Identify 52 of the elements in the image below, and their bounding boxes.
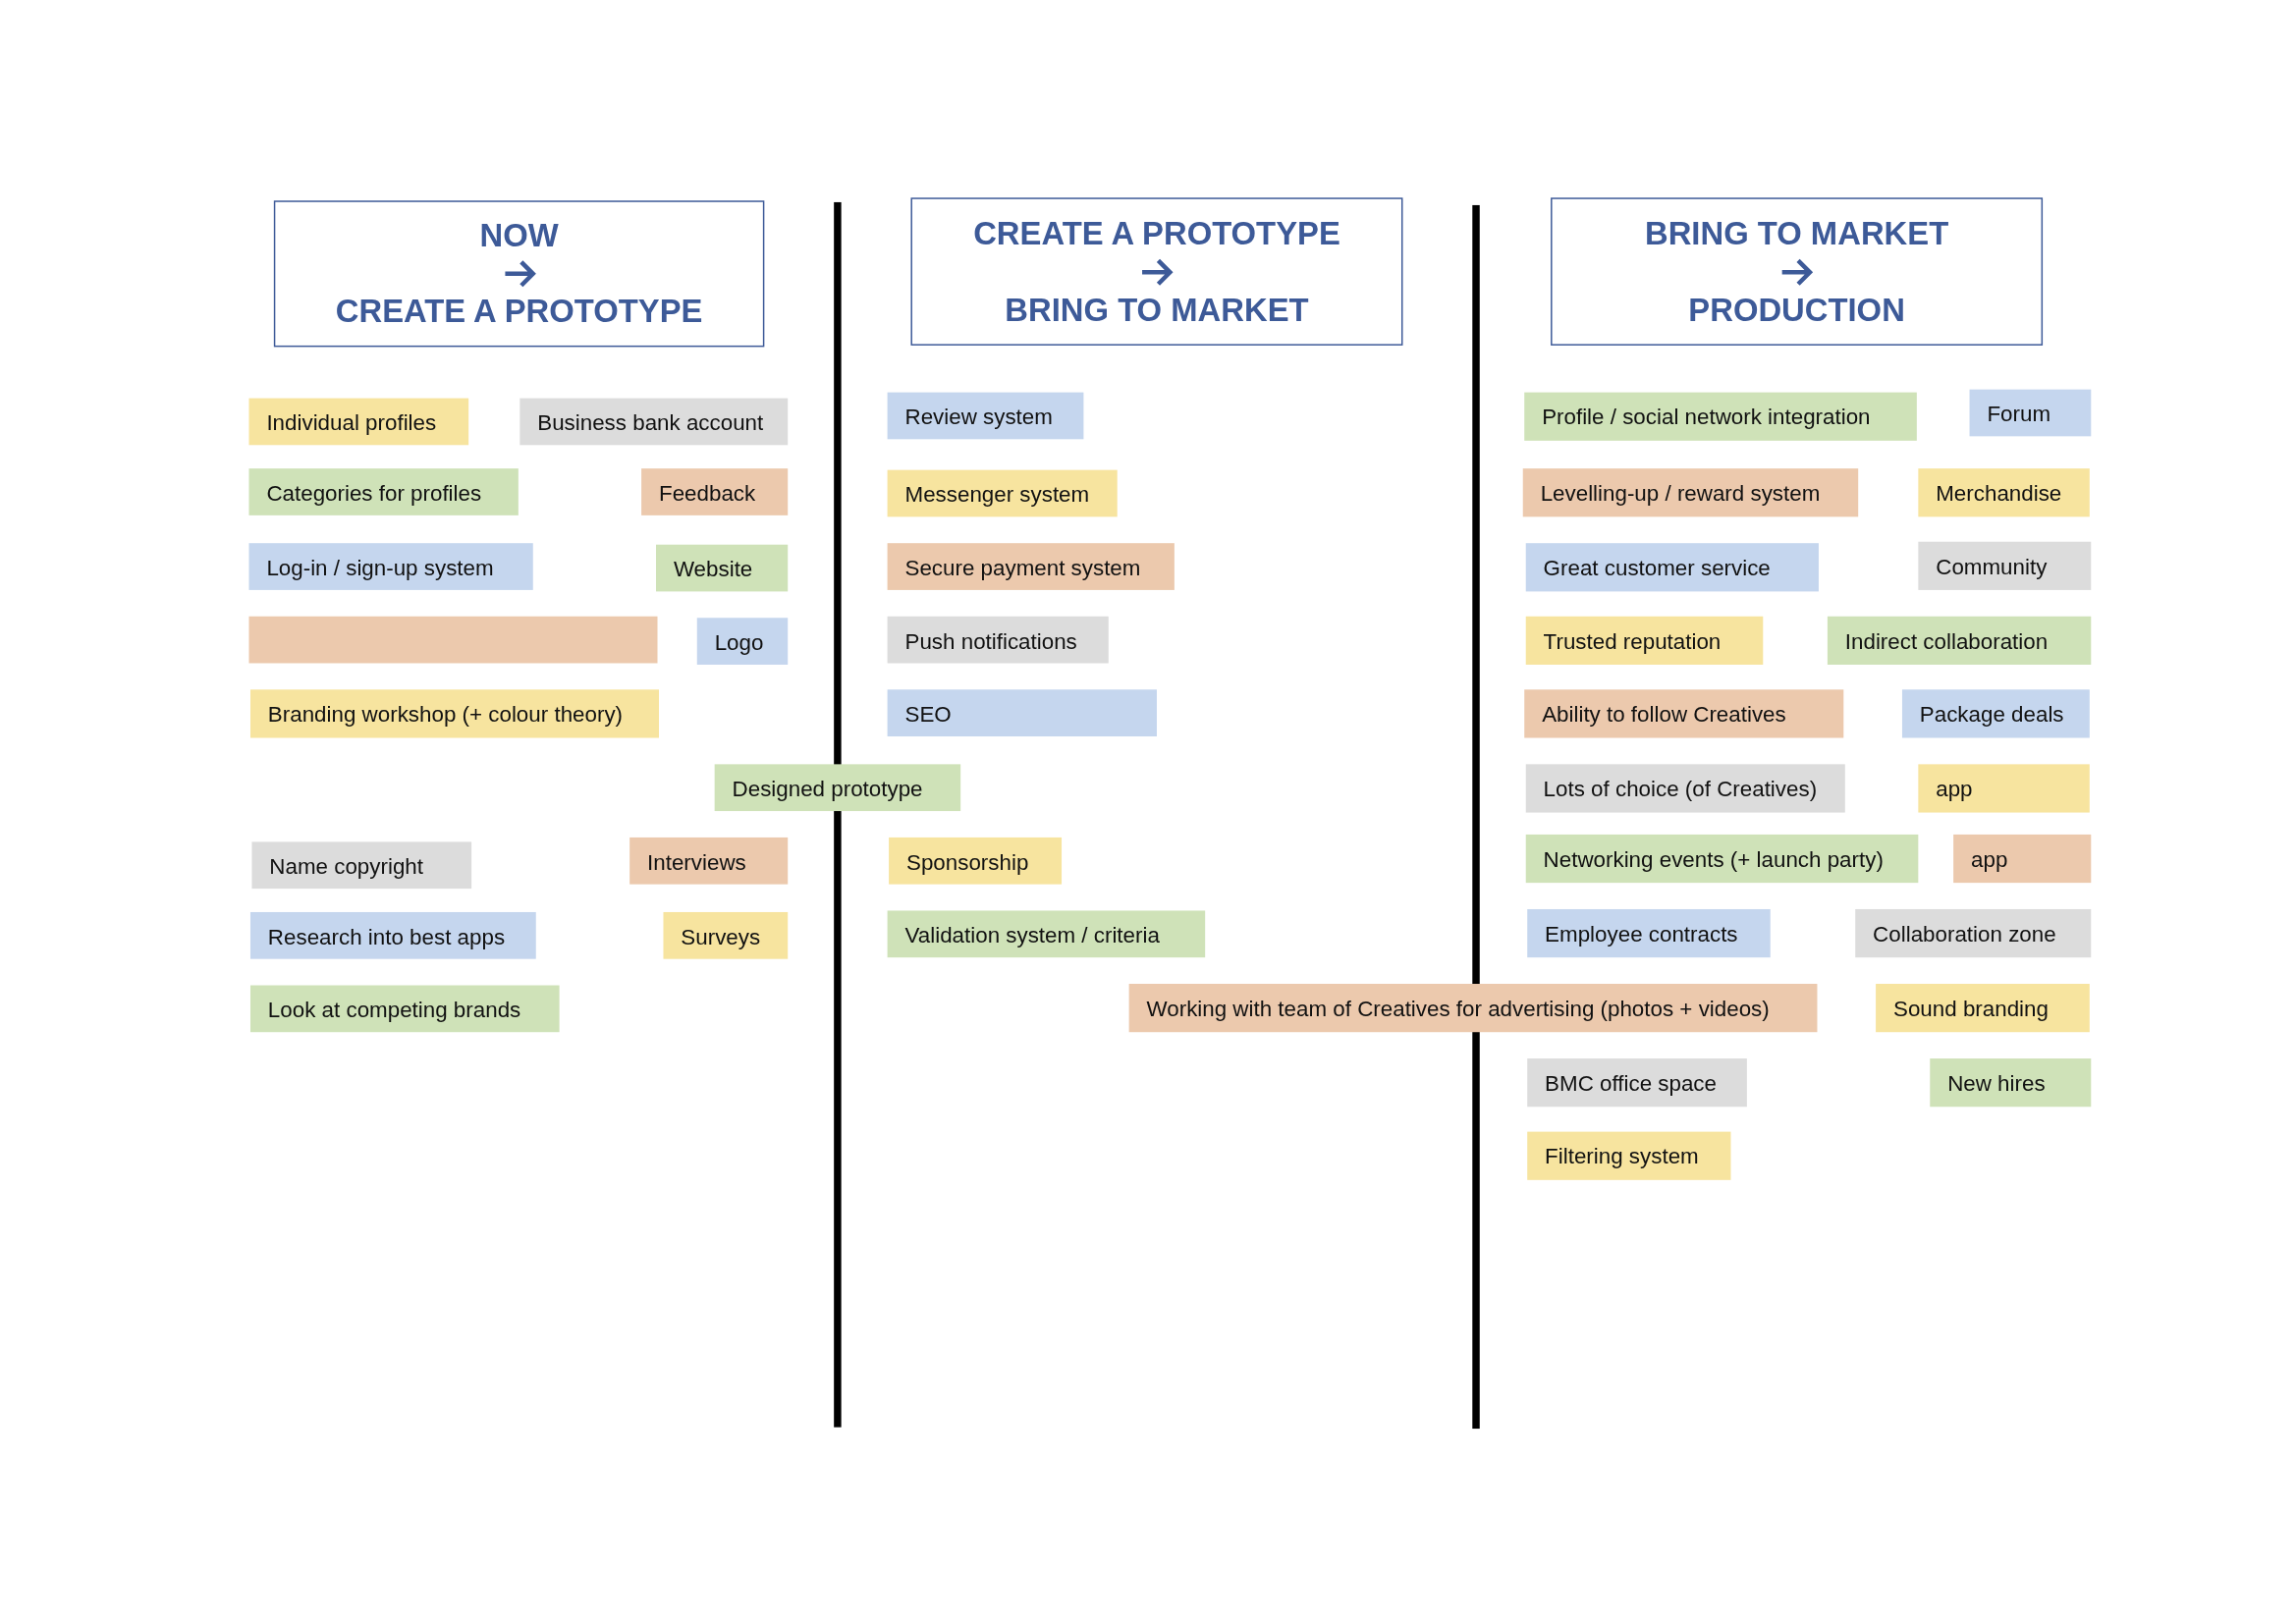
sticky-note: Collaboration zone <box>1855 908 2092 958</box>
sticky-note: SEO <box>887 689 1157 736</box>
sticky-note: Website <box>656 544 789 592</box>
sticky-note: Branding workshop (+ colour theory) <box>250 689 659 738</box>
sticky-note: Trusted reputation <box>1525 616 1764 665</box>
sticky-note: app <box>1918 764 2090 813</box>
sticky-note <box>248 616 658 664</box>
sticky-note: Validation system / criteria <box>887 910 1206 958</box>
sticky-note: Community <box>1918 541 2092 590</box>
sticky-note: Merchandise <box>1918 468 2090 517</box>
sticky-note: Secure payment system <box>887 543 1175 590</box>
sticky-note: Logo <box>696 618 789 665</box>
sticky-note: Employee contracts <box>1527 908 1771 958</box>
sticky-note: Profile / social network integration <box>1524 392 1917 441</box>
sticky-note: Business bank account <box>519 398 789 446</box>
sticky-note: Ability to follow Creatives <box>1524 689 1844 738</box>
sticky-note: Working with team of Creatives for advertising (photos + videos) <box>1128 984 1818 1033</box>
heading-text: BRING TO MARKET <box>1005 291 1309 329</box>
sticky-note: Filtering system <box>1527 1131 1731 1180</box>
heading-box <box>910 197 1403 346</box>
sticky-note: Surveys <box>663 911 789 959</box>
sticky-note: Lots of choice (of Creatives) <box>1525 764 1845 813</box>
sticky-note: Sponsorship <box>889 837 1063 885</box>
sticky-note: Messenger system <box>887 469 1118 517</box>
sticky-note: Push notifications <box>887 616 1109 664</box>
heading-text: CREATE A PROTOTYPE <box>335 293 703 331</box>
heading-text: BRING TO MARKET <box>1644 214 1949 253</box>
heading-box <box>1551 197 2044 346</box>
sticky-note: Indirect collaboration <box>1827 616 2092 665</box>
sticky-note: Categories for profiles <box>248 468 519 515</box>
sticky-note: Designed prototype <box>714 764 961 812</box>
sticky-note: Look at competing brands <box>250 985 560 1033</box>
sticky-note: Individual profiles <box>248 398 469 446</box>
sticky-note: Forum <box>1969 389 2092 437</box>
sticky-note: Log-in / sign-up system <box>248 543 533 590</box>
sticky-note: Name copyright <box>251 841 472 890</box>
sticky-note: Levelling-up / reward system <box>1522 468 1859 517</box>
sticky-note: New hires <box>1930 1058 2092 1108</box>
sticky-note: Research into best apps <box>250 911 536 959</box>
sticky-note: BMC office space <box>1527 1058 1747 1108</box>
sticky-note: app <box>1953 834 2092 884</box>
heading-text: NOW <box>479 216 559 255</box>
heading-box <box>273 200 765 348</box>
sticky-note: Review system <box>887 392 1084 440</box>
sticky-note: Package deals <box>1901 689 2090 738</box>
sticky-note: Interviews <box>629 837 789 885</box>
sticky-note: Sound branding <box>1876 984 2090 1033</box>
sticky-note: Great customer service <box>1525 543 1819 592</box>
heading-text: CREATE A PROTOTYPE <box>973 214 1340 253</box>
sticky-note: Feedback <box>641 468 789 515</box>
sticky-note: Networking events (+ launch party) <box>1525 834 1919 884</box>
heading-text: PRODUCTION <box>1688 291 1905 329</box>
